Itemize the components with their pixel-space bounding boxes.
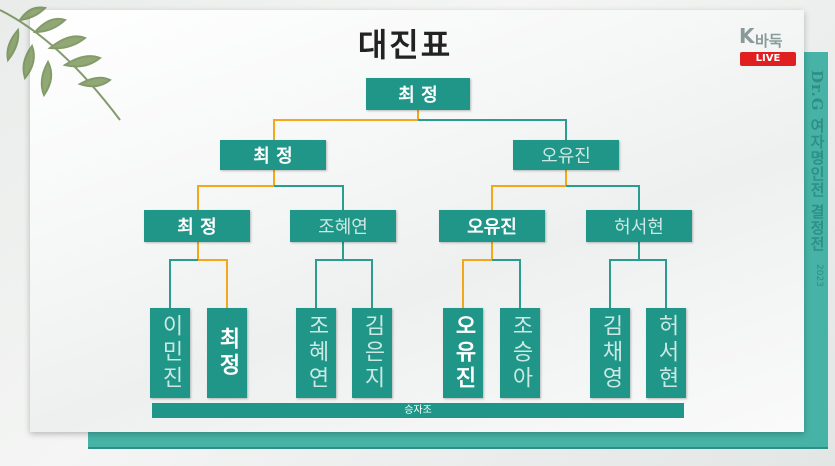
- year-label: 2023: [814, 263, 824, 287]
- live-badge: LIVE: [740, 52, 796, 66]
- winners-bracket-label: 승자조: [152, 403, 684, 418]
- player-8: 허서현: [646, 308, 686, 398]
- player-1: 이민진: [150, 308, 190, 398]
- tournament-title: Dr.G 여자명인전 결정전: [808, 70, 826, 253]
- final-winner: 최 정: [366, 78, 470, 110]
- player-5: 오유진: [443, 308, 483, 398]
- logo-k: K: [739, 24, 755, 48]
- semi-2: 오유진: [513, 140, 619, 170]
- player-3: 조혜연: [296, 308, 336, 398]
- quarter-4: 허서현: [586, 210, 692, 242]
- player-7: 김채영: [590, 308, 630, 398]
- page-title: 대진표: [357, 26, 453, 64]
- semi-1: 최 정: [220, 140, 326, 170]
- player-2: 최정: [207, 308, 247, 398]
- quarter-1: 최 정: [144, 210, 250, 242]
- quarter-2: 조혜연: [290, 210, 396, 242]
- player-6: 조승아: [500, 308, 540, 398]
- player-4: 김은지: [352, 308, 392, 398]
- quarter-3: 오유진: [439, 210, 545, 242]
- logo-text: 바둑: [755, 32, 783, 50]
- kbaduk-logo: K 바둑: [735, 16, 805, 50]
- plant-decoration: [0, 6, 121, 121]
